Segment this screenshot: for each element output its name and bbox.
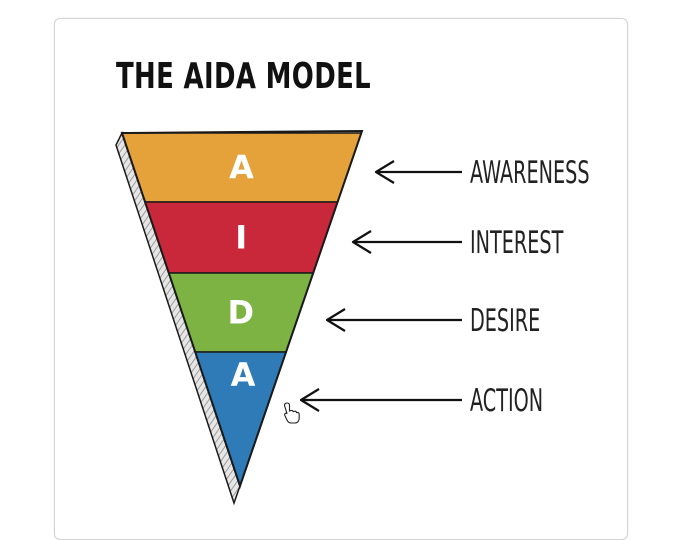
stage-arrows	[299, 160, 462, 412]
arrow-3	[325, 308, 462, 332]
stage-letter-1: A	[229, 149, 254, 187]
stage-letter-3: D	[228, 294, 255, 332]
stage-label-action: ACTION	[470, 383, 543, 419]
stage-label-interest: INTEREST	[470, 225, 564, 261]
stage-label-desire: DESIRE	[470, 303, 540, 339]
arrow-4	[299, 388, 462, 412]
funnel-outline	[120, 129, 364, 490]
stage-labels: AWARENESS INTEREST DESIRE ACTION	[470, 155, 590, 419]
hand-pointer-icon	[283, 402, 300, 424]
arrow-2	[351, 230, 462, 254]
funnel-bands	[120, 132, 363, 489]
diagram-title: THE AIDA MODEL	[116, 56, 372, 97]
arrow-1	[374, 160, 462, 184]
stage-letter-4: A	[231, 356, 256, 394]
stage-label-awareness: AWARENESS	[470, 155, 590, 191]
stage-letter-2: I	[235, 219, 247, 257]
content-card	[54, 18, 628, 540]
funnel-letters: AIDA	[228, 149, 256, 395]
